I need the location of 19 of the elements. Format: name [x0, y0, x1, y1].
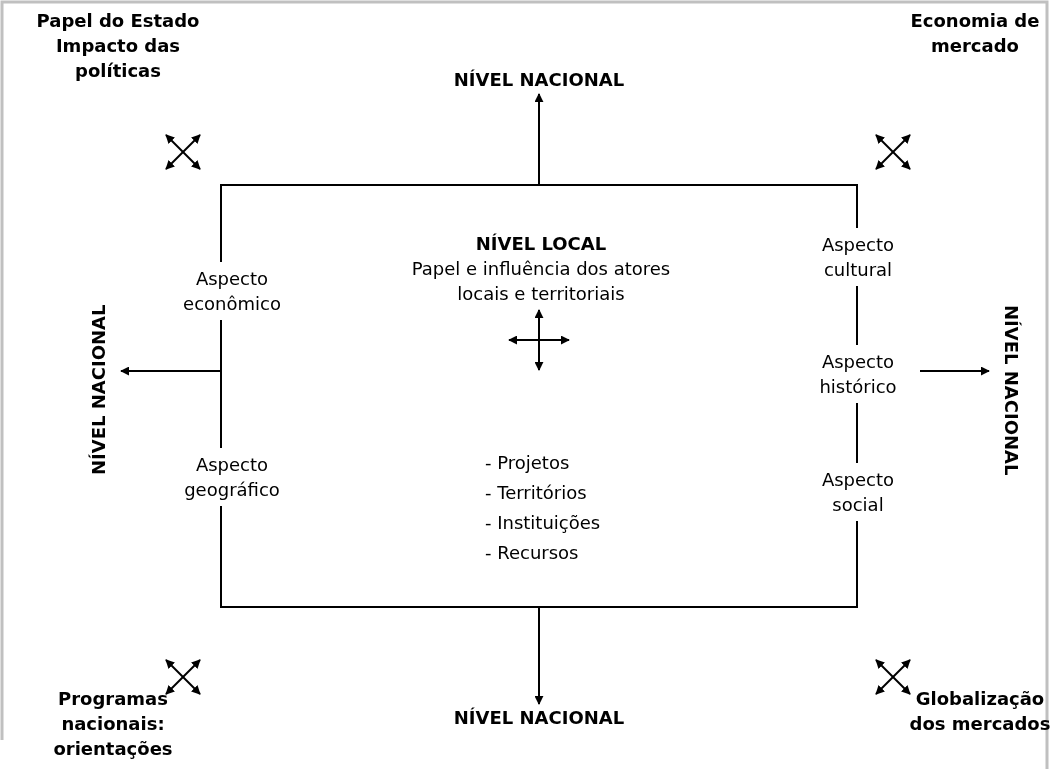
list-item: - Projetos — [485, 451, 570, 475]
corner-note: Programas nacionais: orientações — [52, 687, 174, 761]
corner-note: Economia de mercado — [909, 9, 1041, 58]
arrow — [534, 607, 544, 705]
level-heading: NÍVEL NACIONAL — [997, 280, 1025, 500]
arrow — [120, 366, 221, 376]
list-item: - Territórios — [485, 481, 587, 505]
list-item: - Instituições — [485, 511, 601, 535]
list-item: - Recursos — [485, 541, 579, 565]
level-heading: NÍVEL NACIONAL — [430, 704, 648, 732]
box-description: Papel e influência dos atores locais e territoriais — [410, 257, 672, 306]
box-heading: NÍVEL LOCAL — [474, 232, 608, 256]
level-heading: NÍVEL NACIONAL — [430, 66, 648, 94]
corner-note: Globalização dos mercados — [908, 687, 1052, 736]
corner-note: Papel do Estado — [35, 9, 201, 33]
arrow — [534, 93, 544, 185]
level-heading: NÍVEL NACIONAL — [85, 280, 113, 500]
corner-note: Impacto das políticas — [54, 34, 182, 83]
arrow — [919, 366, 990, 376]
